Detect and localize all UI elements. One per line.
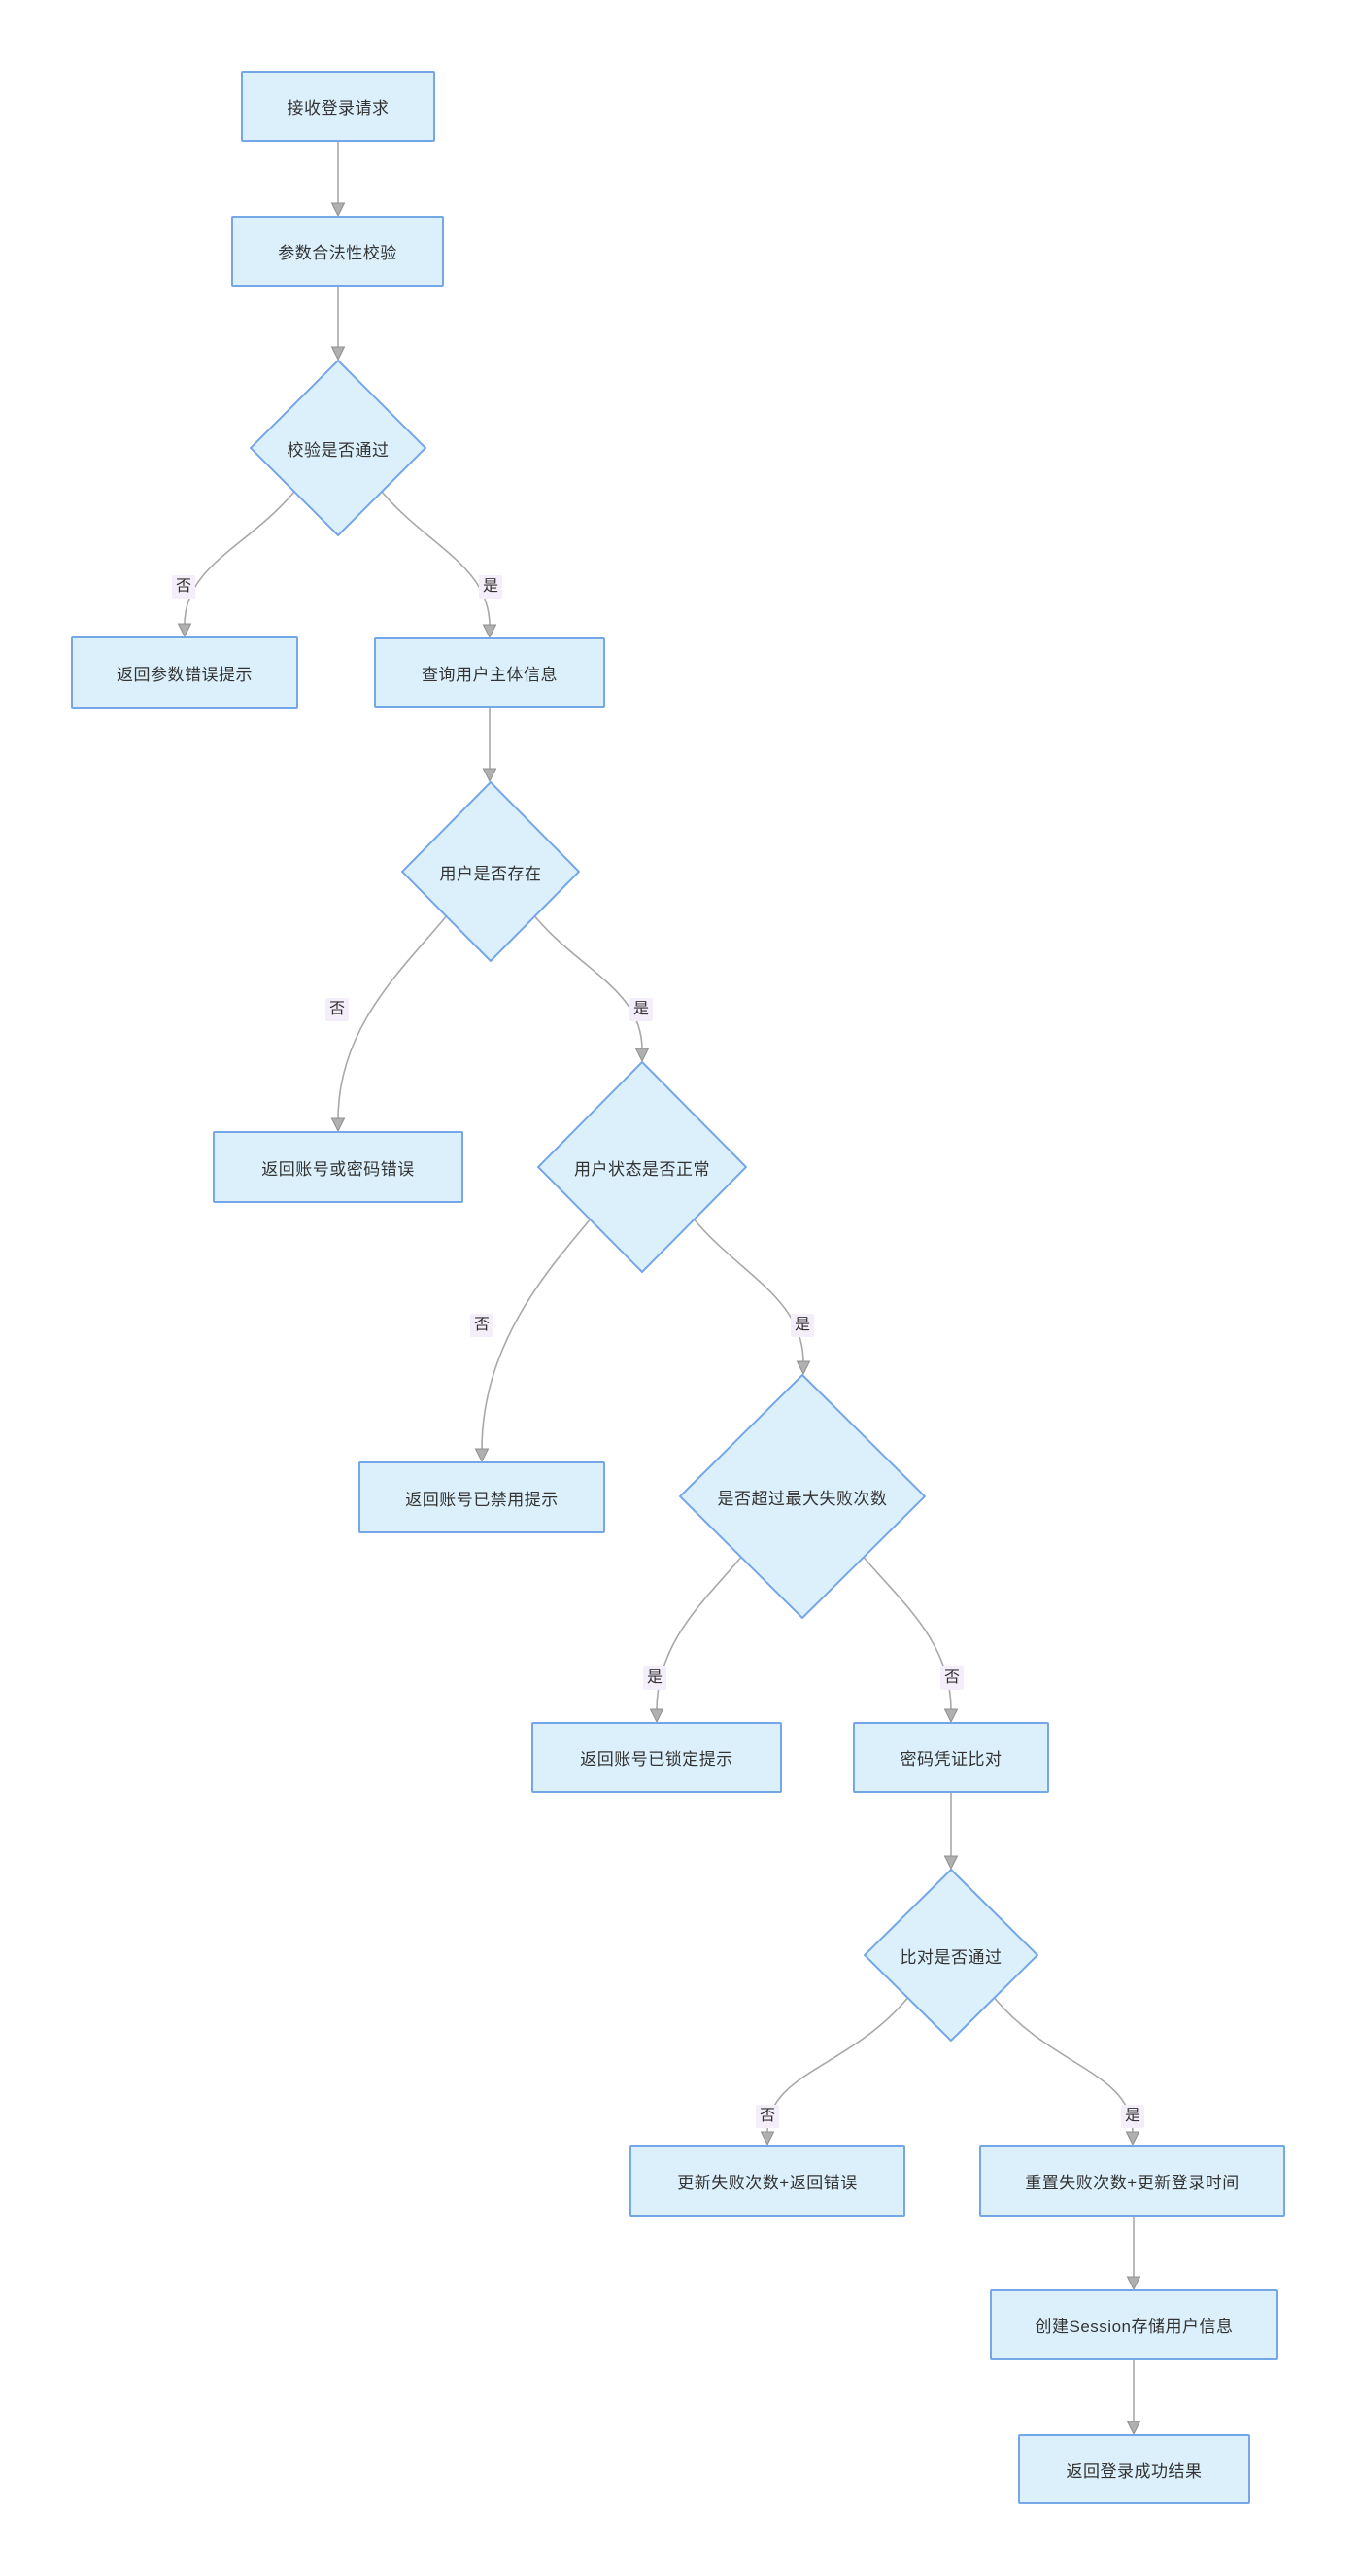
decision-diamond-shape — [250, 360, 426, 536]
process-node-label: 密码凭证比对 — [900, 1750, 1003, 1769]
diamond-polygon — [864, 1869, 1038, 2042]
edge-d1-err_param-arrowhead-icon — [177, 623, 192, 638]
edge-d3-err_disabled-arrowhead-icon — [474, 1448, 490, 1463]
diamond-polygon — [401, 781, 580, 962]
decision-node-d4: 是否超过最大失败次数 — [679, 1374, 926, 1619]
edge-d1-query_user-arrowhead-icon — [482, 624, 497, 639]
edge-query_user-d2-arrowhead-icon — [482, 768, 497, 783]
edge-d1-query_user — [381, 491, 491, 627]
process-node-label: 返回登录成功结果 — [1066, 2461, 1203, 2481]
process-node-success: 返回登录成功结果 — [1018, 2434, 1250, 2504]
edge-d1-err_param — [184, 491, 295, 626]
process-node-err_locked: 返回账号已锁定提示 — [531, 1722, 782, 1793]
decision-node-label: 比对是否通过 — [900, 1947, 1003, 1967]
process-node-start: 接收登录请求 — [241, 71, 435, 142]
decision-node-d1: 校验是否通过 — [250, 360, 426, 536]
edge-pwd_check-d5-arrowhead-icon — [943, 1855, 959, 1871]
process-node-label: 接收登录请求 — [287, 99, 390, 118]
edge-label-d4-err_locked: 是 — [642, 1666, 667, 1690]
process-node-pwd_check: 密码凭证比对 — [853, 1722, 1049, 1793]
process-node-label: 创建Session存储用户信息 — [1035, 2318, 1234, 2336]
edge-label-d3-d4: 是 — [790, 1314, 815, 1337]
decision-node-label: 是否超过最大失败次数 — [717, 1489, 888, 1508]
edge-label-d1-query_user: 是 — [478, 575, 503, 599]
process-node-err_param: 返回参数错误提示 — [71, 636, 298, 709]
edge-d3-d4 — [694, 1219, 804, 1363]
process-node-label: 参数合法性校验 — [278, 244, 397, 262]
edge-label-d5-upd_fail: 否 — [755, 2105, 780, 2128]
edge-d3-d4-arrowhead-icon — [796, 1360, 811, 1376]
edge-reset_fail-create_session-arrowhead-icon — [1126, 2276, 1141, 2291]
edge-d4-err_locked-arrowhead-icon — [649, 1708, 664, 1724]
decision-diamond-shape — [537, 1061, 747, 1273]
edge-label-d3-err_disabled: 否 — [469, 1314, 494, 1337]
process-node-label: 返回账号已锁定提示 — [580, 1750, 733, 1769]
edge-d5-upd_fail-arrowhead-icon — [760, 2131, 775, 2147]
edge-label-d4-pwd_check: 否 — [939, 1666, 965, 1690]
decision-node-d2: 用户是否存在 — [401, 781, 580, 962]
process-node-upd_fail: 更新失败次数+返回错误 — [629, 2145, 905, 2217]
process-node-label: 更新失败次数+返回错误 — [677, 2174, 858, 2192]
process-node-validate: 参数合法性校验 — [231, 216, 444, 287]
edge-d3-err_disabled — [481, 1219, 591, 1451]
diamond-polygon — [537, 1061, 747, 1273]
process-node-create_session: 创建Session存储用户信息 — [990, 2289, 1278, 2360]
decision-diamond-shape — [679, 1374, 926, 1619]
decision-diamond-shape — [401, 781, 580, 962]
edge-validate-d1-arrowhead-icon — [330, 346, 346, 361]
edge-d2-d3-arrowhead-icon — [634, 1048, 650, 1063]
process-node-label: 返回账号已禁用提示 — [405, 1490, 559, 1509]
process-node-label: 返回账号或密码错误 — [261, 1159, 415, 1179]
decision-diamond-shape — [864, 1869, 1038, 2042]
edge-d2-err_cred — [337, 915, 447, 1120]
process-node-err_disabled: 返回账号已禁用提示 — [358, 1461, 605, 1533]
decision-node-d3: 用户状态是否正常 — [537, 1061, 747, 1273]
decision-node-d5: 比对是否通过 — [864, 1869, 1038, 2042]
edge-d2-err_cred-arrowhead-icon — [330, 1117, 346, 1133]
edge-d2-d3 — [534, 915, 643, 1050]
decision-node-label: 校验是否通过 — [287, 440, 390, 460]
decision-node-label: 用户是否存在 — [439, 864, 542, 883]
edge-label-d1-err_param: 否 — [171, 575, 196, 599]
edge-label-d2-err_cred: 否 — [324, 998, 350, 1021]
edge-d5-reset_fail-arrowhead-icon — [1125, 2131, 1140, 2147]
edge-create_session-success-arrowhead-icon — [1126, 2421, 1141, 2436]
edge-d4-pwd_check-arrowhead-icon — [943, 1708, 959, 1724]
process-node-label: 重置失败次数+更新登录时间 — [1025, 2174, 1240, 2192]
process-node-reset_fail: 重置失败次数+更新登录时间 — [979, 2145, 1285, 2217]
process-node-err_cred: 返回账号或密码错误 — [213, 1131, 463, 1203]
edge-label-d5-reset_fail: 是 — [1120, 2105, 1145, 2128]
diamond-polygon — [679, 1374, 926, 1619]
edge-label-d2-d3: 是 — [629, 998, 654, 1021]
process-node-label: 查询用户主体信息 — [422, 666, 558, 684]
decision-node-label: 用户状态是否正常 — [574, 1159, 710, 1179]
process-node-query_user: 查询用户主体信息 — [374, 637, 605, 708]
diamond-polygon — [250, 360, 426, 536]
edge-start-validate-arrowhead-icon — [330, 202, 346, 218]
process-node-label: 返回参数错误提示 — [117, 666, 253, 684]
